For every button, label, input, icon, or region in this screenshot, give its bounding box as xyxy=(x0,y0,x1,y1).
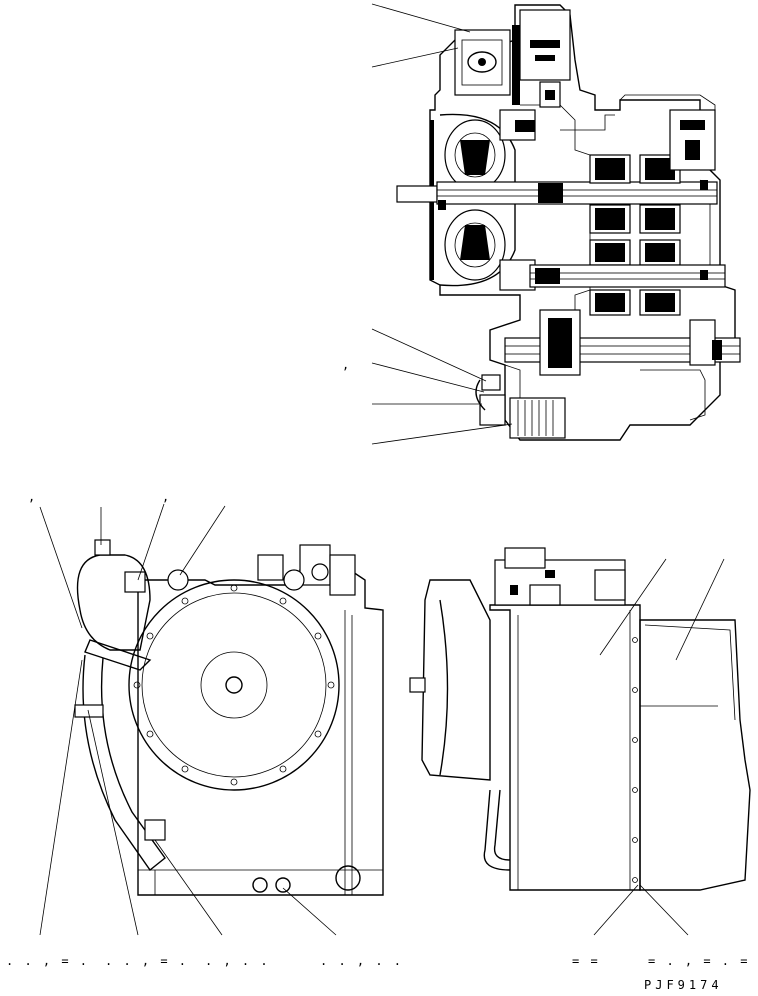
side-view-leader-lines xyxy=(593,558,725,936)
part-number-label: . , . . xyxy=(205,954,270,968)
top-leader-lines xyxy=(371,3,513,445)
clutch-packs xyxy=(589,154,681,316)
side-view xyxy=(409,547,751,891)
drawing-id-label: PJF9174 xyxy=(644,978,723,992)
front-view-leader-lines xyxy=(39,503,337,936)
sectional-view xyxy=(396,4,741,441)
part-number-label: = = xyxy=(572,954,600,968)
callout-mark: , xyxy=(162,490,172,504)
part-number-label: . . , = . xyxy=(105,954,189,968)
flywheel-bolts xyxy=(133,584,335,786)
part-number-label: . . , . . xyxy=(320,954,404,968)
side-bolts xyxy=(632,637,638,883)
callout-mark: , xyxy=(342,358,352,372)
callout-mark: , xyxy=(28,490,38,504)
front-view xyxy=(74,539,384,896)
part-number-label: . . , = . xyxy=(6,954,90,968)
part-number-label: = . , = . = xyxy=(648,954,750,968)
